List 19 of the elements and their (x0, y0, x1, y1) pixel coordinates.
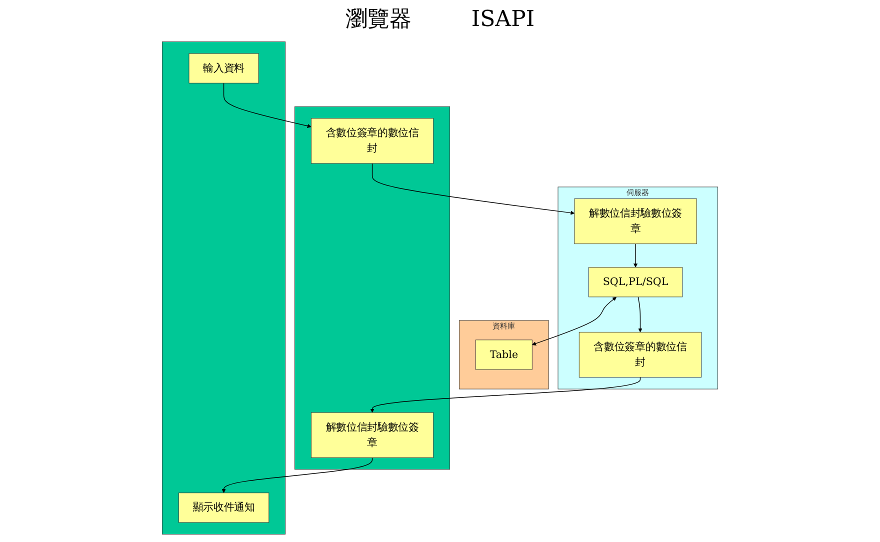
node-box: 顯示收件通知 (178, 492, 270, 523)
cluster (162, 42, 286, 534)
node-box: 解數位信封驗數位簽章 (574, 198, 697, 244)
arrow (633, 243, 638, 268)
arrow (222, 457, 373, 494)
arrow (372, 163, 575, 215)
column-heading: ISAPI (471, 7, 535, 32)
arrow (223, 82, 312, 128)
node-box: 輸入資料 (188, 53, 259, 84)
column-heading: 瀏覽器 (345, 7, 412, 32)
node-box: 含數位簽章的數位信封 (310, 118, 434, 164)
node-box: Table (475, 340, 532, 370)
arrow (370, 376, 641, 413)
arrow (638, 296, 642, 332)
node-box: 解數位信封驗數位簽章 (310, 412, 434, 458)
node-box: 含數位簽章的數位信封 (578, 332, 702, 378)
node-box: SQL,PL/SQL (588, 267, 683, 298)
cluster (294, 106, 450, 470)
arrow (532, 296, 617, 346)
